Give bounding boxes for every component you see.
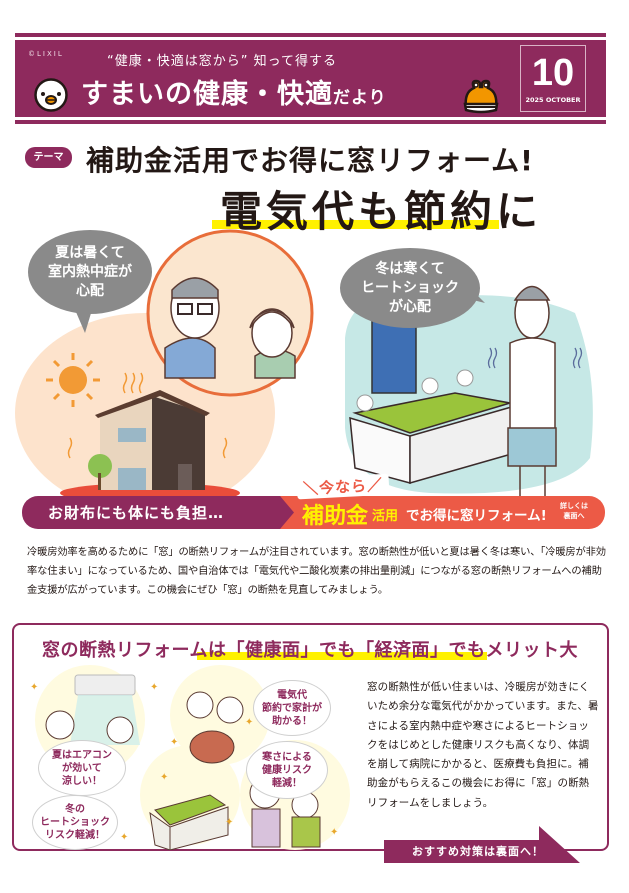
newsletter-title: すまいの健康・快適だより — [81, 79, 387, 110]
theme-title: 補助金活用でお得に窓リフォーム! — [86, 144, 534, 177]
heatshock-benefit-bubble: 冬の ヒートショック リスク軽減！ — [32, 795, 118, 850]
newsletter-header: ©LIXIL “健康・快適は窓から” 知って得する すまいの健康・快適だより 1… — [15, 40, 606, 117]
svg-text:✦: ✦ — [225, 817, 233, 828]
air-conditioner-icon — [74, 674, 136, 696]
couple-illustration — [164, 277, 296, 379]
subsidy-banner: お財布にも体にも負担… 補助金 活用 でお得に窓リフォーム! 詳しくは 裏面へ — [22, 496, 605, 529]
winter-worry-bubble: 冬は寒くて ヒートショック が心配 — [340, 248, 480, 328]
merit-section — [12, 623, 609, 851]
intro-paragraph: 冷暖房効率を高めるために「窓」の断熱リフォームが注目されています。窓の断熱性が低… — [27, 546, 606, 596]
cta-arrow-shape — [384, 826, 580, 863]
bird-mascot-icon — [34, 78, 68, 112]
see-back-cta[interactable]: おすすめ対策は裏面へ！ — [412, 845, 544, 858]
utilize-word: 活用 — [372, 509, 399, 524]
issue-date: 2025 OCTOBER — [525, 96, 581, 104]
theme-subtitle: 電気代も節約に — [220, 187, 543, 236]
header-bottom-rule-right — [506, 120, 606, 124]
header-top-rule — [15, 33, 506, 37]
sun-icon — [46, 353, 100, 407]
svg-text:✦: ✦ — [245, 717, 253, 728]
header-top-rule-right — [506, 33, 606, 37]
merit-title: 窓の断熱リフォームは「健康面」でも「経済面」でもメリット大 — [42, 640, 578, 661]
savings-benefit-bubble: 電気代 節約で家計が 助かる！ — [253, 680, 331, 736]
shivering-man-illustration — [507, 285, 557, 498]
banner-burden: お財布にも体にも負担… — [22, 496, 292, 529]
svg-text:✦: ✦ — [150, 682, 158, 693]
hero-illustration — [15, 229, 593, 498]
banner-message: でお得に窓リフォーム! — [406, 508, 547, 524]
svg-text:✦: ✦ — [120, 832, 128, 843]
see-back-link[interactable]: 詳しくは 裏面へ — [560, 502, 588, 520]
svg-text:✦: ✦ — [160, 772, 168, 783]
tagline: “健康・快適は窓から” 知って得する — [107, 54, 337, 69]
house-illustration — [95, 390, 210, 490]
frog-mascot-icon — [463, 79, 499, 114]
banner-subsidy — [280, 496, 605, 529]
svg-text:✦: ✦ — [170, 737, 178, 748]
merit-paragraph: 窓の断熱性が低い住まいは、冷暖房が効きにくいため余分な電気代がかかっています。ま… — [367, 681, 599, 809]
svg-text:✦: ✦ — [330, 827, 338, 838]
issue-number: 10 — [531, 52, 575, 94]
header-bottom-rule — [15, 120, 506, 124]
subtitle-highlight — [212, 220, 499, 229]
summer-worry-bubble: 夏は暑くて 室内熱中症が 心配 — [28, 230, 152, 314]
aircon-benefit-bubble: 夏はエアコン が効いて 涼しい！ — [38, 740, 126, 796]
svg-text:✦: ✦ — [30, 682, 38, 693]
health-benefit-bubble: 寒さによる 健康リスク 軽減！ — [246, 741, 328, 799]
wallet-icon — [189, 730, 235, 764]
theme-badge: テーマ — [25, 147, 72, 168]
merit-title-highlight — [197, 652, 487, 660]
copyright: ©LIXIL — [28, 50, 64, 58]
subsidy-word: 補助金 — [302, 504, 369, 529]
issue-box: 10 2025 OCTOBER — [520, 45, 586, 112]
